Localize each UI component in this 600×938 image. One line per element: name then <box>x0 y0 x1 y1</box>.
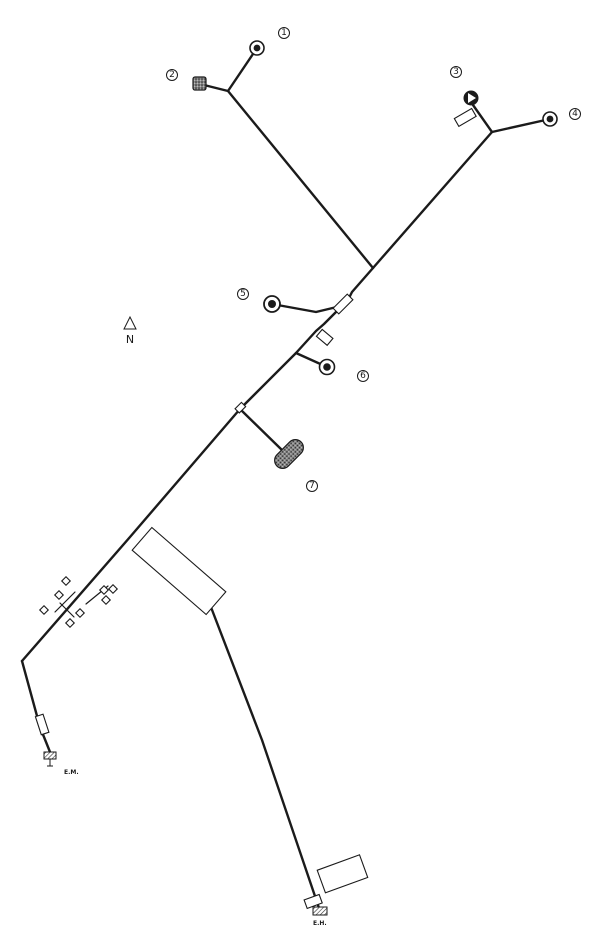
em-line <box>20 659 52 754</box>
callout-4-label: 4 <box>572 109 578 119</box>
callout-1-label: 1 <box>281 28 287 38</box>
valve-box-upper <box>332 293 354 315</box>
callout-3: 3 <box>450 66 462 78</box>
branch-nw-line <box>226 46 375 270</box>
large-building <box>131 526 227 616</box>
branch-5-line <box>270 302 343 314</box>
valve-box-lower <box>315 328 334 347</box>
square-symbol-2 <box>192 76 207 91</box>
well-1 <box>249 40 265 56</box>
main-trunk-line <box>20 130 494 663</box>
pump-box <box>453 107 477 128</box>
fitting-node <box>64 617 76 629</box>
eh-terminal-symbol <box>312 906 328 916</box>
well-5 <box>263 295 281 313</box>
pipe-network <box>20 46 552 910</box>
branch-pump-line <box>471 103 494 134</box>
eh-line <box>207 600 321 910</box>
branch-ne-line <box>490 117 552 134</box>
callout-2: 2 <box>166 69 178 81</box>
fitting-node <box>107 583 119 595</box>
eh-building <box>316 854 369 894</box>
callout-7: 7 <box>306 480 318 492</box>
oval-symbol-7 <box>274 439 304 469</box>
callout-5: 5 <box>237 288 249 300</box>
fitting-node <box>100 594 112 606</box>
callout-6: 6 <box>357 370 369 382</box>
em-terminal-symbol <box>43 751 57 767</box>
north-arrow-icon <box>123 315 137 330</box>
fitting-node <box>53 589 65 601</box>
well-6 <box>318 358 336 376</box>
eh-label: E.H. <box>313 920 327 927</box>
fitting-node <box>74 607 86 619</box>
callout-6-label: 6 <box>360 371 366 381</box>
eh-small-box <box>303 893 323 910</box>
branch-7-line <box>238 407 286 454</box>
callout-3-label: 3 <box>453 67 459 77</box>
fitting-node <box>38 604 50 616</box>
callout-5-label: 5 <box>240 289 246 299</box>
fitting-node <box>98 584 110 596</box>
tap-box <box>234 401 247 414</box>
pump-symbol-3 <box>463 90 479 106</box>
well-4 <box>542 111 558 127</box>
north-arrow: N <box>123 315 137 346</box>
north-label: N <box>126 333 134 346</box>
em-label: E.M. <box>64 769 79 776</box>
callout-7-label: 7 <box>309 481 315 491</box>
fitting-node <box>60 575 72 587</box>
callout-4: 4 <box>569 108 581 120</box>
structures <box>34 107 477 910</box>
callout-1: 1 <box>278 27 290 39</box>
fitting-cluster <box>38 575 119 629</box>
callout-2-label: 2 <box>169 70 175 80</box>
em-box <box>34 713 50 736</box>
